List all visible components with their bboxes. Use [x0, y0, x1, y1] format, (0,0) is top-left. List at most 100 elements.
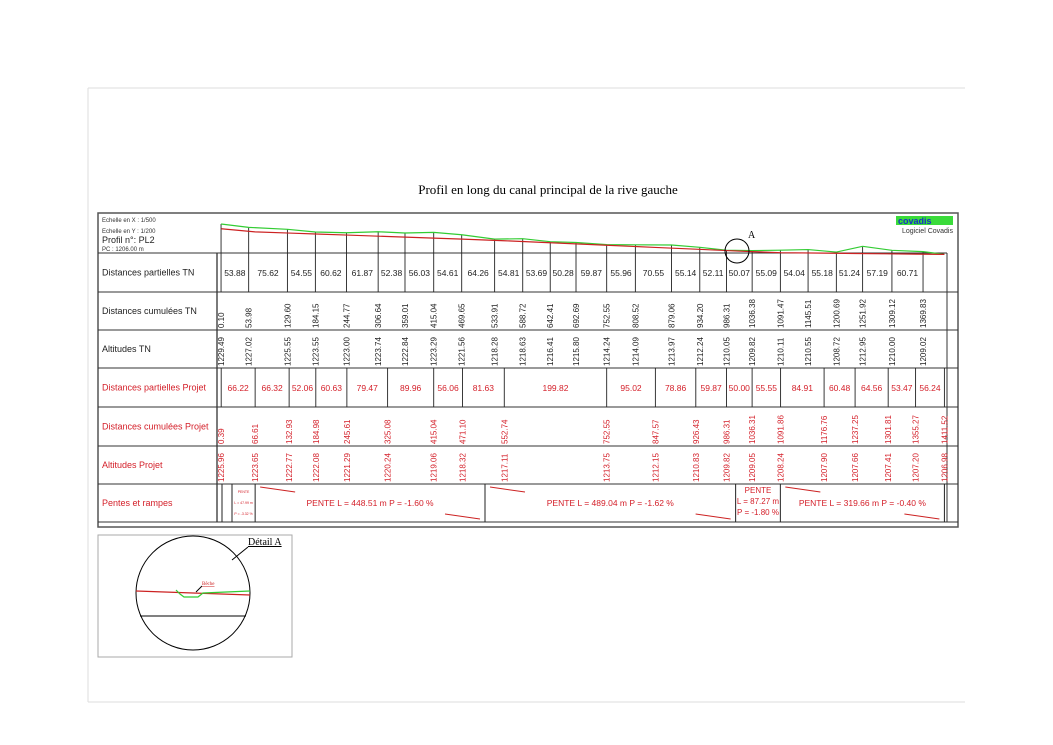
tn-partial-distance: 50.28	[552, 268, 574, 278]
projet-partial-distance: 53.47	[891, 383, 913, 393]
tn-partial-distance: 53.88	[224, 268, 246, 278]
tn-cumulative-distance: 588.72	[519, 303, 528, 328]
projet-cumulative-distance: 471.10	[458, 419, 467, 444]
tn-partial-distance: 70.55	[643, 268, 665, 278]
tn-cumulative-distance: 808.52	[631, 303, 640, 328]
tn-partial-distance: 54.81	[498, 268, 520, 278]
row-labels: Distances partielles TN Distances cumulée…	[102, 268, 209, 509]
detail-a-circle	[724, 238, 750, 264]
projet-altitude: 1209.05	[748, 453, 757, 482]
projet-altitude: 1221.29	[343, 453, 352, 482]
tn-altitude: 1213.97	[668, 337, 677, 366]
projet-partial-distance: 59.87	[700, 383, 722, 393]
tn-partial-distance: 53.69	[526, 268, 548, 278]
projet-partial-distance: 64.56	[861, 383, 883, 393]
projet-altitude: 1223.65	[251, 453, 260, 482]
tn-altitude: 1209.82	[748, 337, 757, 366]
tn-partial-distance: 55.14	[675, 268, 697, 278]
detail-leader	[231, 546, 249, 561]
tn-cumulative-distance: 986.31	[722, 303, 731, 328]
tn-partial-distance: 61.87	[352, 268, 374, 278]
projet-altitude: 1220.24	[384, 453, 393, 482]
pente-label: L = 87.27 m	[737, 497, 780, 506]
page-title: Profil en long du canal principal de la …	[418, 182, 678, 197]
tn-altitude: 1221.56	[458, 337, 467, 366]
projet-altitude: 1206.98	[940, 453, 949, 482]
tn-altitude: 1218.63	[519, 337, 528, 366]
tn-cumulative-distance: 1145.51	[804, 299, 813, 328]
tn-altitude: 1223.74	[374, 337, 383, 366]
pente-slope-mark	[785, 486, 821, 493]
pente-slope-mark	[904, 513, 940, 520]
projet-partial-distance: 81.63	[473, 383, 495, 393]
tn-partial-distance: 54.04	[784, 268, 806, 278]
row-label-alt-tn: Altitudes TN	[102, 344, 151, 354]
detail-a-marker: A	[748, 230, 756, 241]
pente-label: PENTE L = 489.04 m P = -1.62 %	[547, 498, 675, 508]
projet-altitude: 1217.11	[500, 453, 509, 482]
projet-partial-distance: 66.22	[228, 383, 250, 393]
projet-altitude: 1225.96	[217, 453, 226, 482]
tn-cumulative-distance: 0.10	[217, 312, 226, 328]
projet-partial-distance: 56.24	[919, 383, 941, 393]
tn-cumulative-distance: 934.20	[696, 303, 705, 328]
tn-altitude: 1210.05	[722, 337, 731, 366]
pente-slope-mark	[260, 486, 296, 493]
tn-partial-distance: 55.18	[812, 268, 834, 278]
projet-altitude: 1222.08	[312, 453, 321, 482]
tn-partial-distance: 54.55	[291, 268, 313, 278]
projet-profile-line	[221, 228, 945, 256]
projet-partial-distance: 56.06	[437, 383, 459, 393]
projet-cumulative-distance: 0.39	[217, 428, 226, 444]
tn-altitude: 1225.55	[283, 337, 292, 366]
tn-altitude: 1223.29	[430, 337, 439, 366]
pente-label: P = -3.32 %	[234, 512, 252, 516]
projet-cumulative-distance: 1176.76	[820, 415, 829, 444]
pente-label: PENTE L = 448.51 m P = -1.60 %	[307, 498, 435, 508]
tn-partial-distance: 51.24	[839, 268, 861, 278]
scale-y: Echelle en Y : 1/200	[102, 229, 156, 235]
tn-partial-distance: 75.62	[257, 268, 279, 278]
projet-altitude: 1209.82	[722, 453, 731, 482]
tn-altitude: 1210.55	[804, 337, 813, 366]
projet-cumulative-distance: 552.74	[500, 419, 509, 444]
tn-cumulative-distance: 306.64	[374, 303, 383, 328]
tn-cumulative-distance: 1251.92	[859, 299, 868, 328]
tn-cumulative-distance: 1036.38	[748, 299, 757, 328]
tn-altitude: 1212.95	[859, 337, 868, 366]
tn-partial-distance: 64.26	[468, 268, 490, 278]
projet-partial-distance: 60.48	[829, 383, 851, 393]
tn-altitude: 1210.00	[888, 337, 897, 366]
tn-cumulative-distance: 879.06	[668, 303, 677, 328]
tn-altitude: 1218.28	[491, 337, 500, 366]
tn-partial-distance: 52.11	[703, 268, 724, 278]
projet-cumulative-distance: 926.43	[692, 419, 701, 444]
detail-tn-line	[175, 589, 251, 598]
projet-partial-distance: 50.00	[729, 383, 751, 393]
tn-partial-distance: 60.62	[320, 268, 342, 278]
software-name: Logiciel Covadis	[902, 228, 953, 235]
tn-partial-distance: 56.03	[409, 268, 431, 278]
tn-cumulative-distance: 184.15	[311, 303, 320, 328]
row-label-dist-cum-tn: Distances cumulées TN	[102, 306, 197, 316]
tn-altitude: 1210.11	[776, 337, 785, 366]
tn-cumulative-distance: 692.69	[572, 303, 581, 328]
scale-x: Echelle en X : 1/500	[102, 218, 156, 224]
projet-altitude: 1207.20	[912, 453, 921, 482]
tn-cumulative-distance: 1200.69	[832, 299, 841, 328]
tn-altitude: 1227.02	[245, 337, 254, 366]
projet-altitude: 1219.06	[430, 453, 439, 482]
tn-altitude: 1229.49	[217, 337, 226, 366]
tn-cumulative-distance: 129.60	[283, 303, 292, 328]
logo-text: covadis	[898, 216, 932, 226]
tn-cumulative-distance: 642.41	[546, 303, 555, 328]
pente-label: PENTE	[238, 490, 250, 494]
projet-cumulative-distance: 1036.31	[748, 415, 757, 444]
detail-label-leader	[195, 585, 203, 593]
projet-altitude: 1207.66	[851, 453, 860, 482]
tn-partial-distance: 52.38	[381, 268, 403, 278]
projet-cumulative-distance: 986.31	[722, 419, 731, 444]
row-label-dist-part-tn: Distances partielles TN	[102, 268, 194, 278]
detail-a-panel: Détail A Bêche	[97, 534, 293, 658]
